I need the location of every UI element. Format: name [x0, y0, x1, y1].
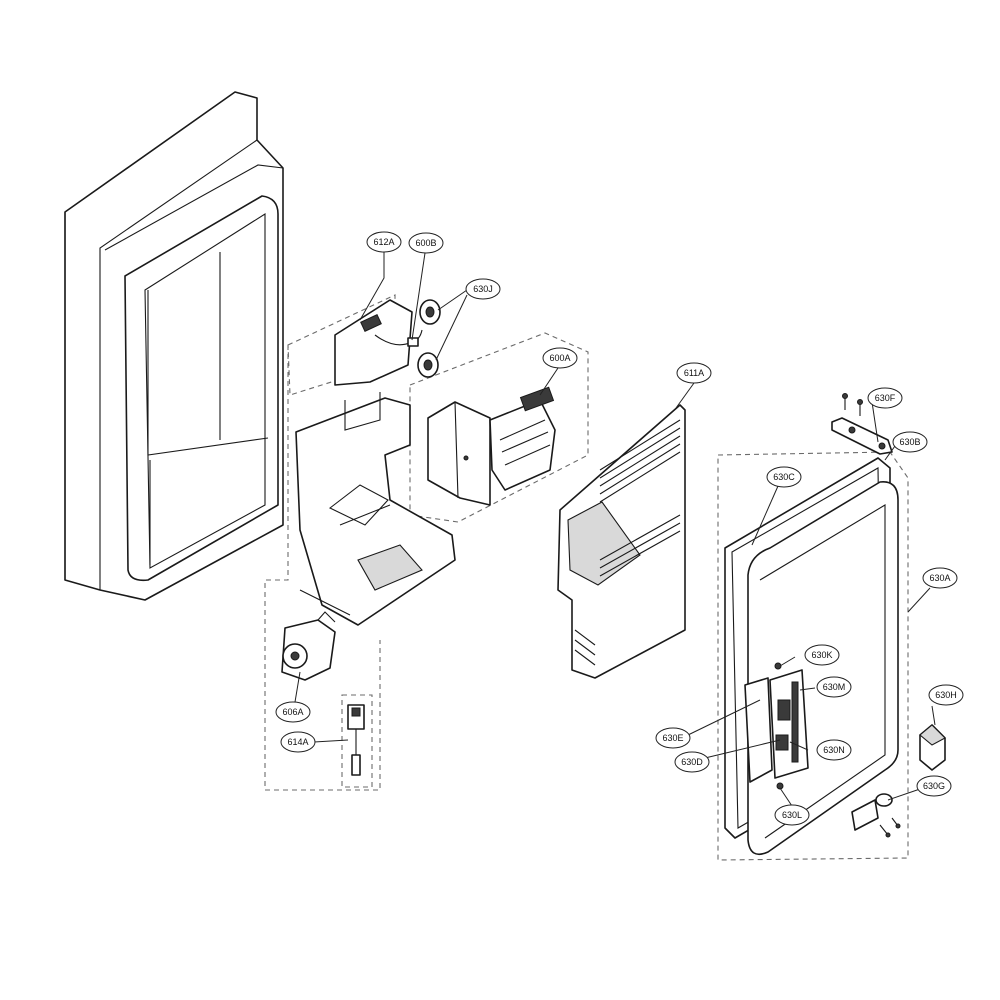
- callout-630H-label: 630H: [935, 690, 957, 700]
- leader-lines: [294, 252, 936, 807]
- pulleys: [417, 299, 441, 378]
- callout-600B: 600B: [408, 232, 444, 254]
- sensor-switch: [347, 704, 365, 776]
- callout-630B: 630B: [892, 431, 928, 453]
- callout-630B-label: 630B: [899, 437, 920, 447]
- callout-612A-label: 612A: [373, 237, 394, 247]
- callout-606A: 606A: [275, 701, 311, 723]
- back-cover-panel: [557, 404, 686, 679]
- callout-611A-label: 611A: [684, 368, 704, 378]
- callout-612A: 612A: [366, 231, 402, 253]
- callout-630N-label: 630N: [823, 745, 845, 755]
- callout-630K-label: 630K: [811, 650, 832, 660]
- callout-630G-label: 630G: [923, 781, 945, 791]
- callout-600B-label: 600B: [415, 238, 436, 248]
- callout-630D: 630D: [674, 751, 710, 773]
- callout-600A-label: 600A: [549, 353, 570, 363]
- callout-630J-label: 630J: [473, 284, 493, 294]
- lower-hinge-bracket: [851, 793, 901, 838]
- callout-630E: 630E: [655, 727, 691, 749]
- callout-611A: 611A: [676, 362, 712, 384]
- door-handle-assembly: [744, 662, 809, 790]
- callout-614A-label: 614A: [287, 737, 308, 747]
- fresh-door-group-outline: [717, 451, 909, 861]
- hinge-cap-top: [919, 724, 946, 746]
- callout-630K: 630K: [804, 644, 840, 666]
- callout-606A-label: 606A: [282, 707, 303, 717]
- callout-630M-label: 630M: [823, 682, 846, 692]
- callout-630M: 630M: [816, 676, 852, 698]
- callout-630F-label: 630F: [875, 393, 896, 403]
- callout-630H: 630H: [928, 684, 964, 706]
- wire-harness: [374, 329, 423, 347]
- dispenser-housing: [295, 299, 456, 626]
- callout-630E-label: 630E: [662, 733, 683, 743]
- callout-630A: 630A: [922, 567, 958, 589]
- sensor-group-outline: [341, 694, 373, 788]
- callout-630A-label: 630A: [929, 573, 950, 583]
- callout-630C: 630C: [766, 466, 802, 488]
- door-outer-panel: [64, 91, 284, 601]
- callout-630N: 630N: [816, 739, 852, 761]
- callout-630J: 630J: [465, 278, 501, 300]
- dispenser-group-outline: [264, 294, 396, 791]
- ice-maker-assembly: [427, 386, 556, 506]
- callout-600A: 600A: [542, 347, 578, 369]
- callout-630C-label: 630C: [773, 472, 795, 482]
- callout-630L: 630L: [774, 804, 810, 826]
- callout-630L-label: 630L: [782, 810, 802, 820]
- callout-630D-label: 630D: [681, 757, 703, 767]
- callout-630F: 630F: [867, 387, 903, 409]
- callout-614A: 614A: [280, 731, 316, 753]
- callout-630G: 630G: [916, 775, 952, 797]
- top-hinge-bracket: [831, 393, 893, 455]
- auger-motor: [281, 611, 336, 681]
